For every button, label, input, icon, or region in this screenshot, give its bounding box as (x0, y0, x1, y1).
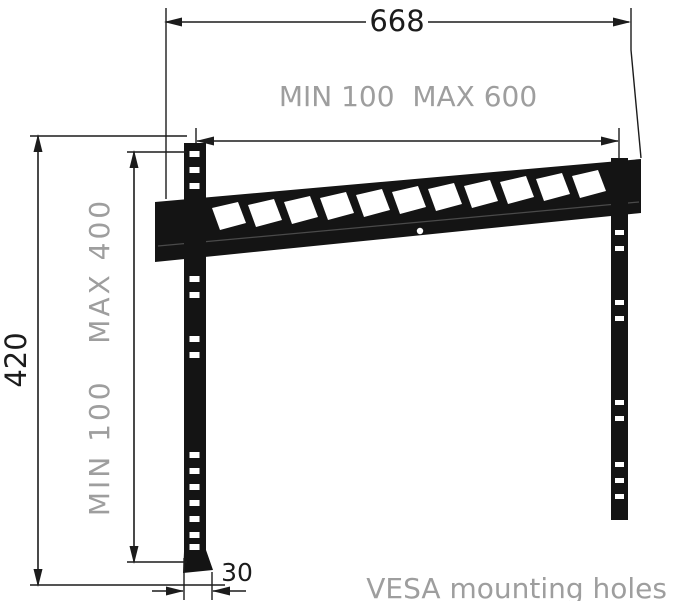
arrowhead-left (166, 586, 184, 596)
diagram-caption: VESA mounting holes (366, 572, 667, 601)
left-rail (183, 143, 213, 573)
bar-groove (157, 201, 640, 247)
dim-horizontal-vesa: MIN 100 MAX 600 (195, 80, 620, 159)
bar-center-hole (416, 227, 424, 235)
arrowhead-top (129, 150, 139, 168)
left-rail-body (184, 143, 206, 552)
dim-foot-width: 30 (152, 558, 253, 600)
right-rail-slots (615, 230, 624, 499)
dim-overall-height: 420 (0, 134, 225, 587)
arrowhead-left (164, 17, 182, 27)
left-rail-slots (189, 151, 200, 550)
dim-vertical-vesa: MIN 100 MAX 400 (83, 150, 187, 564)
dim-420-label: 420 (0, 332, 33, 387)
arrowhead-right (212, 586, 230, 596)
dim-overall-width: 668 (164, 4, 642, 199)
arrowhead-right (613, 17, 631, 27)
dim-668-ext-right (630, 8, 642, 159)
arrowhead-top (33, 134, 43, 152)
arrowhead-left (196, 136, 214, 146)
dim-600-label: MIN 100 MAX 600 (279, 80, 537, 113)
dim-400-label: MIN 100 MAX 400 (83, 198, 116, 516)
arrowhead-bottom (129, 546, 139, 564)
right-rail (611, 158, 628, 520)
left-rail-foot (183, 550, 213, 573)
arrowhead-right (601, 136, 619, 146)
dim-668-label-mask (366, 5, 428, 37)
arrowhead-bottom (33, 569, 43, 587)
dim-30-label: 30 (221, 558, 253, 587)
dim-668-label: 668 (369, 4, 424, 38)
bracket (155, 143, 641, 573)
